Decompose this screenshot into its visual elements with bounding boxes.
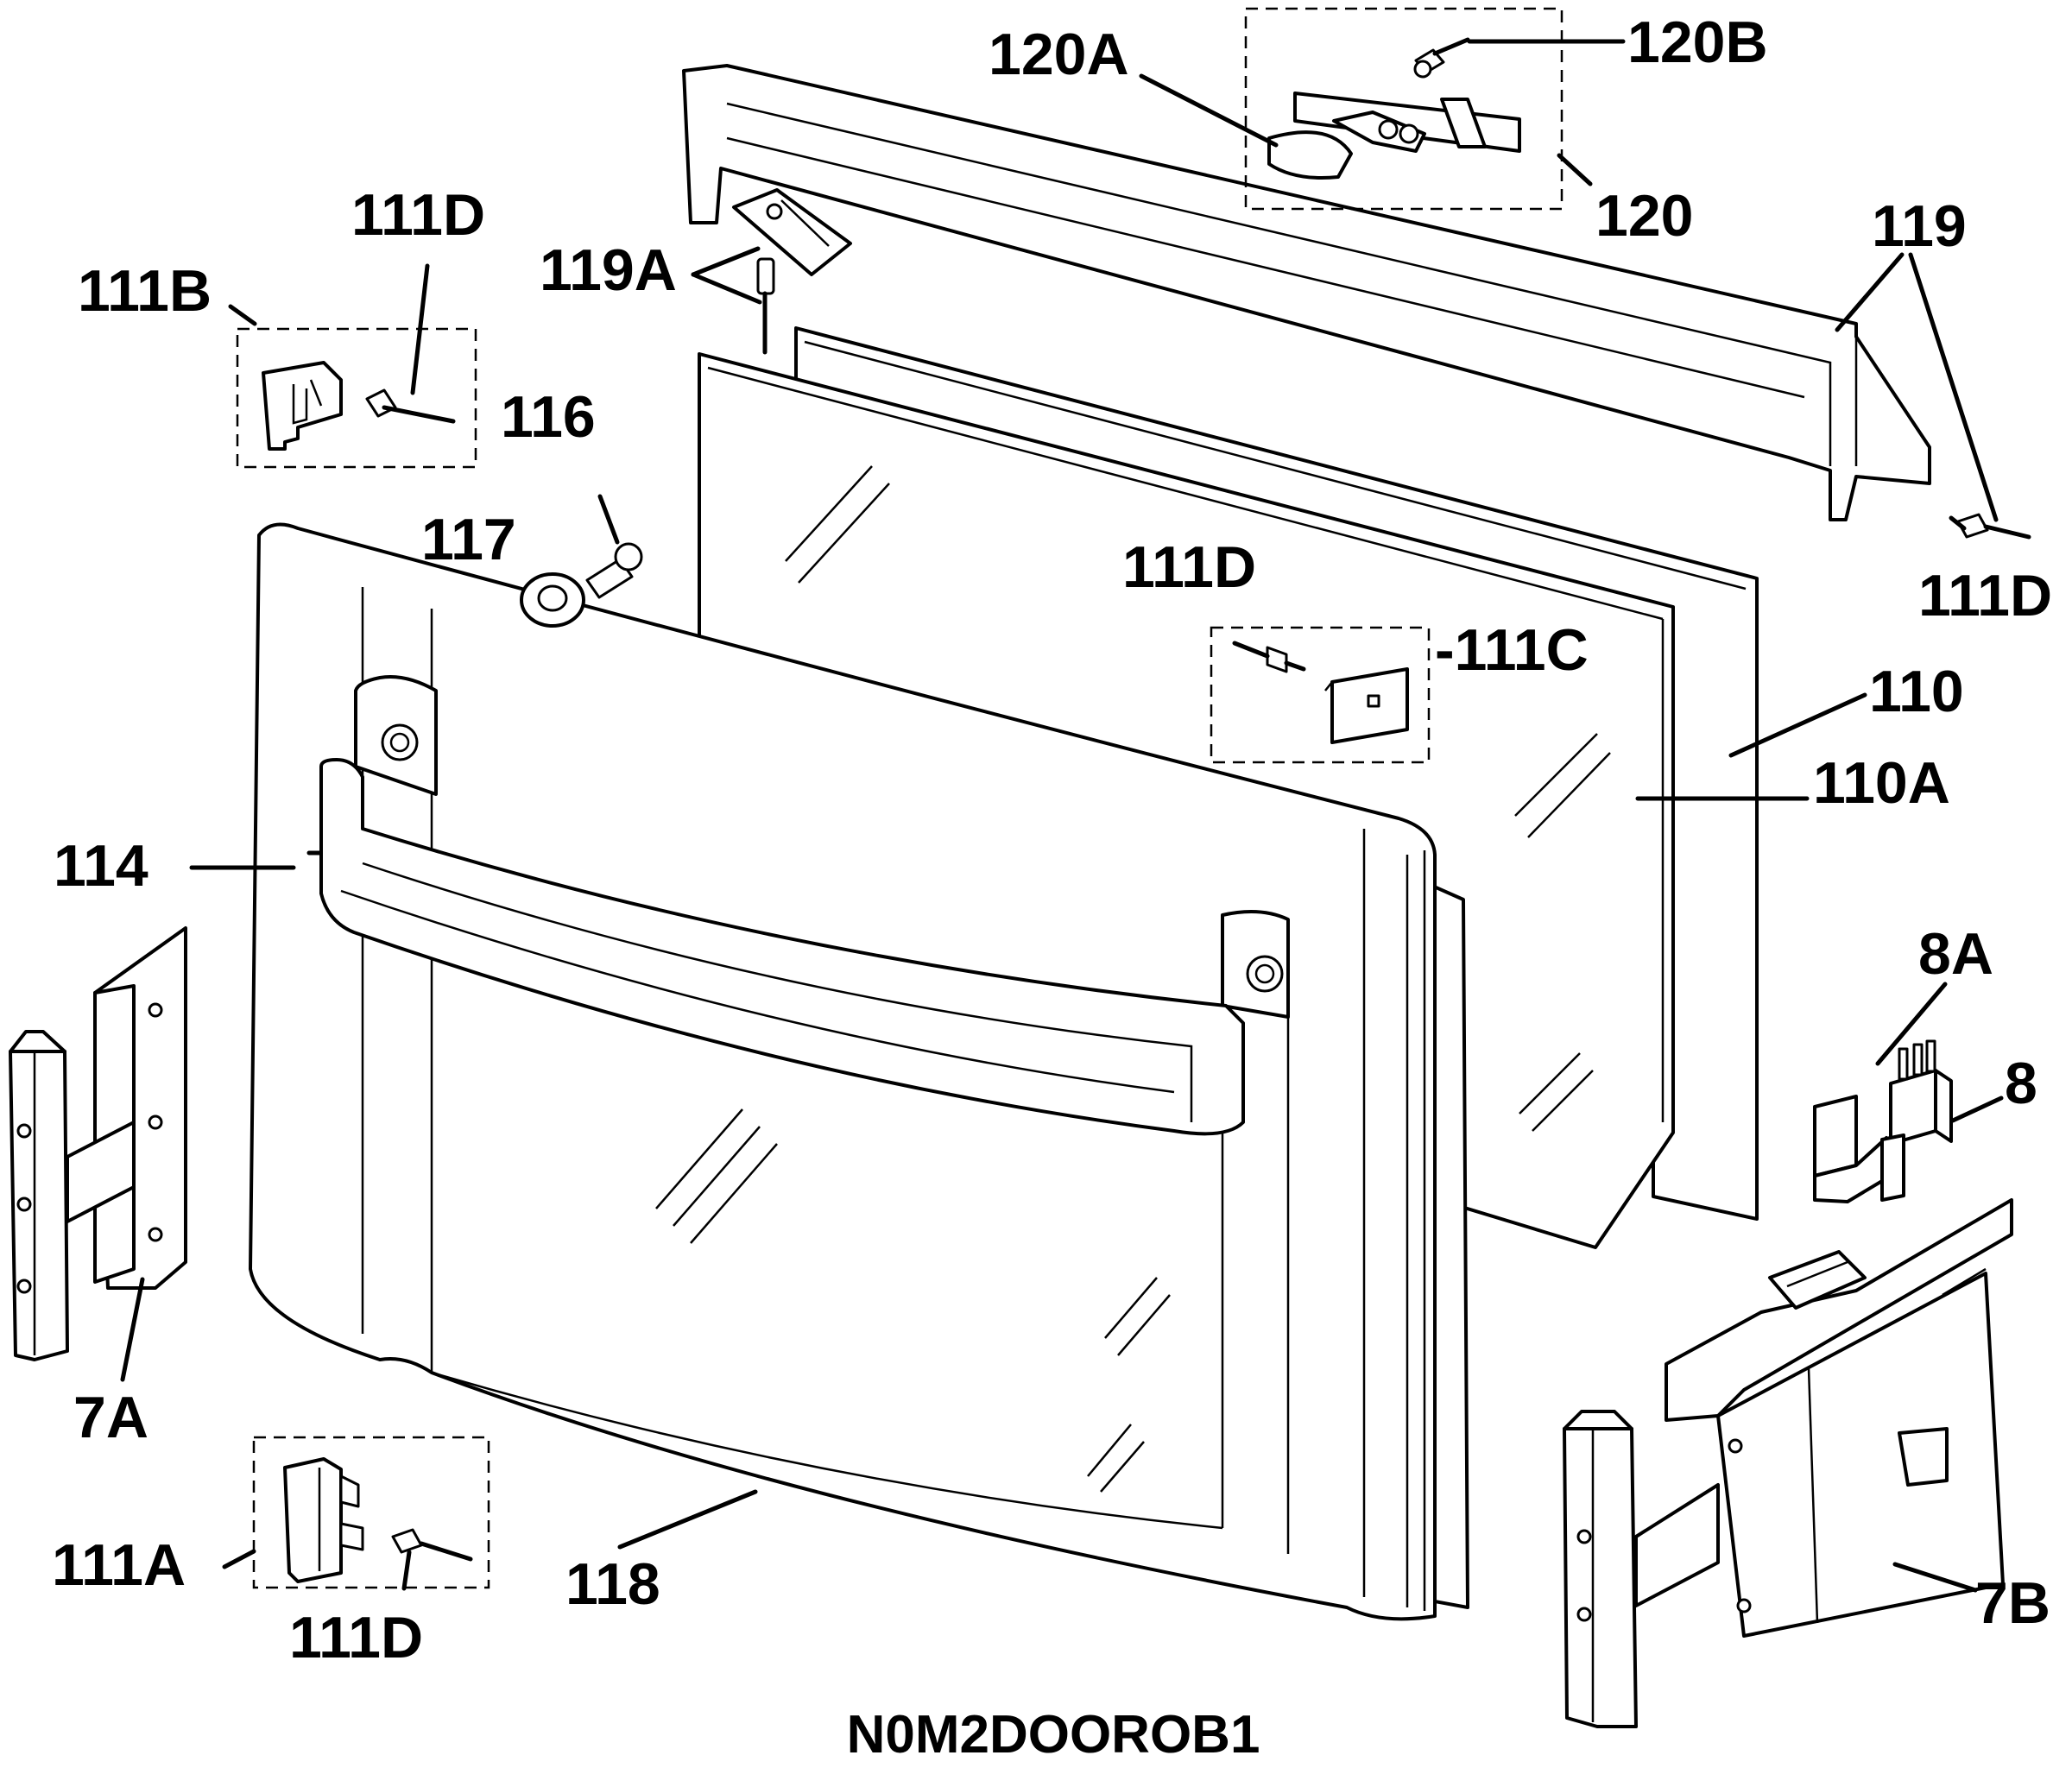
label-116: 116 — [501, 384, 596, 450]
label-8a: 8A — [1918, 921, 1993, 987]
top-door-trim — [682, 64, 1931, 521]
hinge-clip-group-111c — [1210, 626, 1431, 764]
label-111b: 111B — [78, 258, 212, 324]
label-114: 114 — [54, 833, 148, 899]
label-111d-bottom: 111D — [289, 1605, 423, 1670]
hinge-7b — [1563, 1198, 2013, 1728]
label-111d-mid: 111D — [1122, 534, 1256, 600]
latch-assembly-120 — [1244, 7, 1563, 211]
hinge-bracket-119a — [732, 188, 852, 355]
label-111d-right: 111D — [1918, 563, 2052, 628]
label-117: 117 — [421, 507, 516, 572]
label-7b: 7B — [1975, 1570, 2050, 1636]
callout-labels: 120A 120B 120 119 119A 111D 111B 116 117… — [52, 9, 2052, 1670]
label-120a: 120A — [989, 22, 1129, 87]
door-handle-114 — [319, 758, 1245, 1136]
diagram-caption: N0M2DOOROB1 — [847, 1705, 1260, 1765]
hinge-clip-group-111b — [236, 263, 477, 469]
screw-116 — [585, 494, 643, 599]
washer-117 — [520, 572, 585, 628]
hinge-7a — [9, 926, 187, 1361]
label-119a: 119A — [540, 237, 677, 303]
hinge-clip-group-111a — [252, 1436, 490, 1591]
label-111a: 111A — [52, 1532, 186, 1598]
leader-lines — [120, 39, 2004, 1593]
label-120b: 120B — [1627, 9, 1768, 75]
label-111c: -111C — [1435, 617, 1589, 683]
label-119: 119 — [1872, 193, 1967, 259]
door-switch-8 — [1813, 1039, 1953, 1203]
pin-111d-right — [1949, 513, 2031, 540]
label-7a: 7A — [73, 1385, 148, 1450]
label-118: 118 — [565, 1551, 660, 1617]
label-111d-top: 111D — [351, 182, 485, 248]
label-120: 120 — [1595, 183, 1693, 249]
label-110a: 110A — [1813, 750, 1950, 816]
label-110: 110 — [1869, 659, 1964, 724]
label-8: 8 — [2005, 1051, 2037, 1116]
